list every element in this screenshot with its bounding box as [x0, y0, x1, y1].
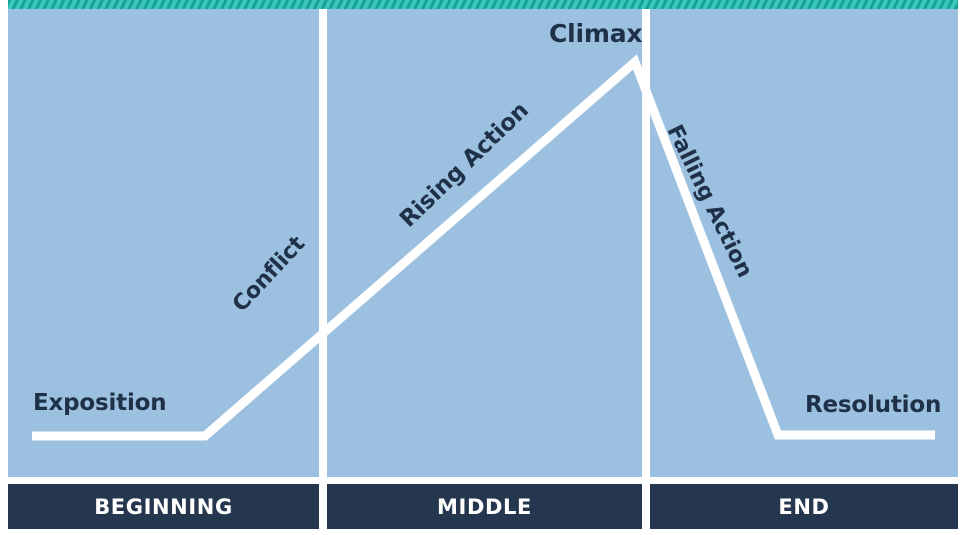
stage-bar-end: END — [650, 484, 958, 529]
stage-bar-beginning: BEGINNING — [8, 484, 319, 529]
stage-bar-middle: MIDDLE — [327, 484, 642, 529]
label-climax: Climax — [549, 19, 643, 48]
stage-label-bars: BEGINNING MIDDLE END — [8, 484, 958, 529]
label-exposition: Exposition — [33, 390, 167, 416]
teal-stripe-banner — [8, 0, 958, 9]
label-resolution: Resolution — [805, 392, 942, 418]
panel-middle — [327, 9, 642, 477]
